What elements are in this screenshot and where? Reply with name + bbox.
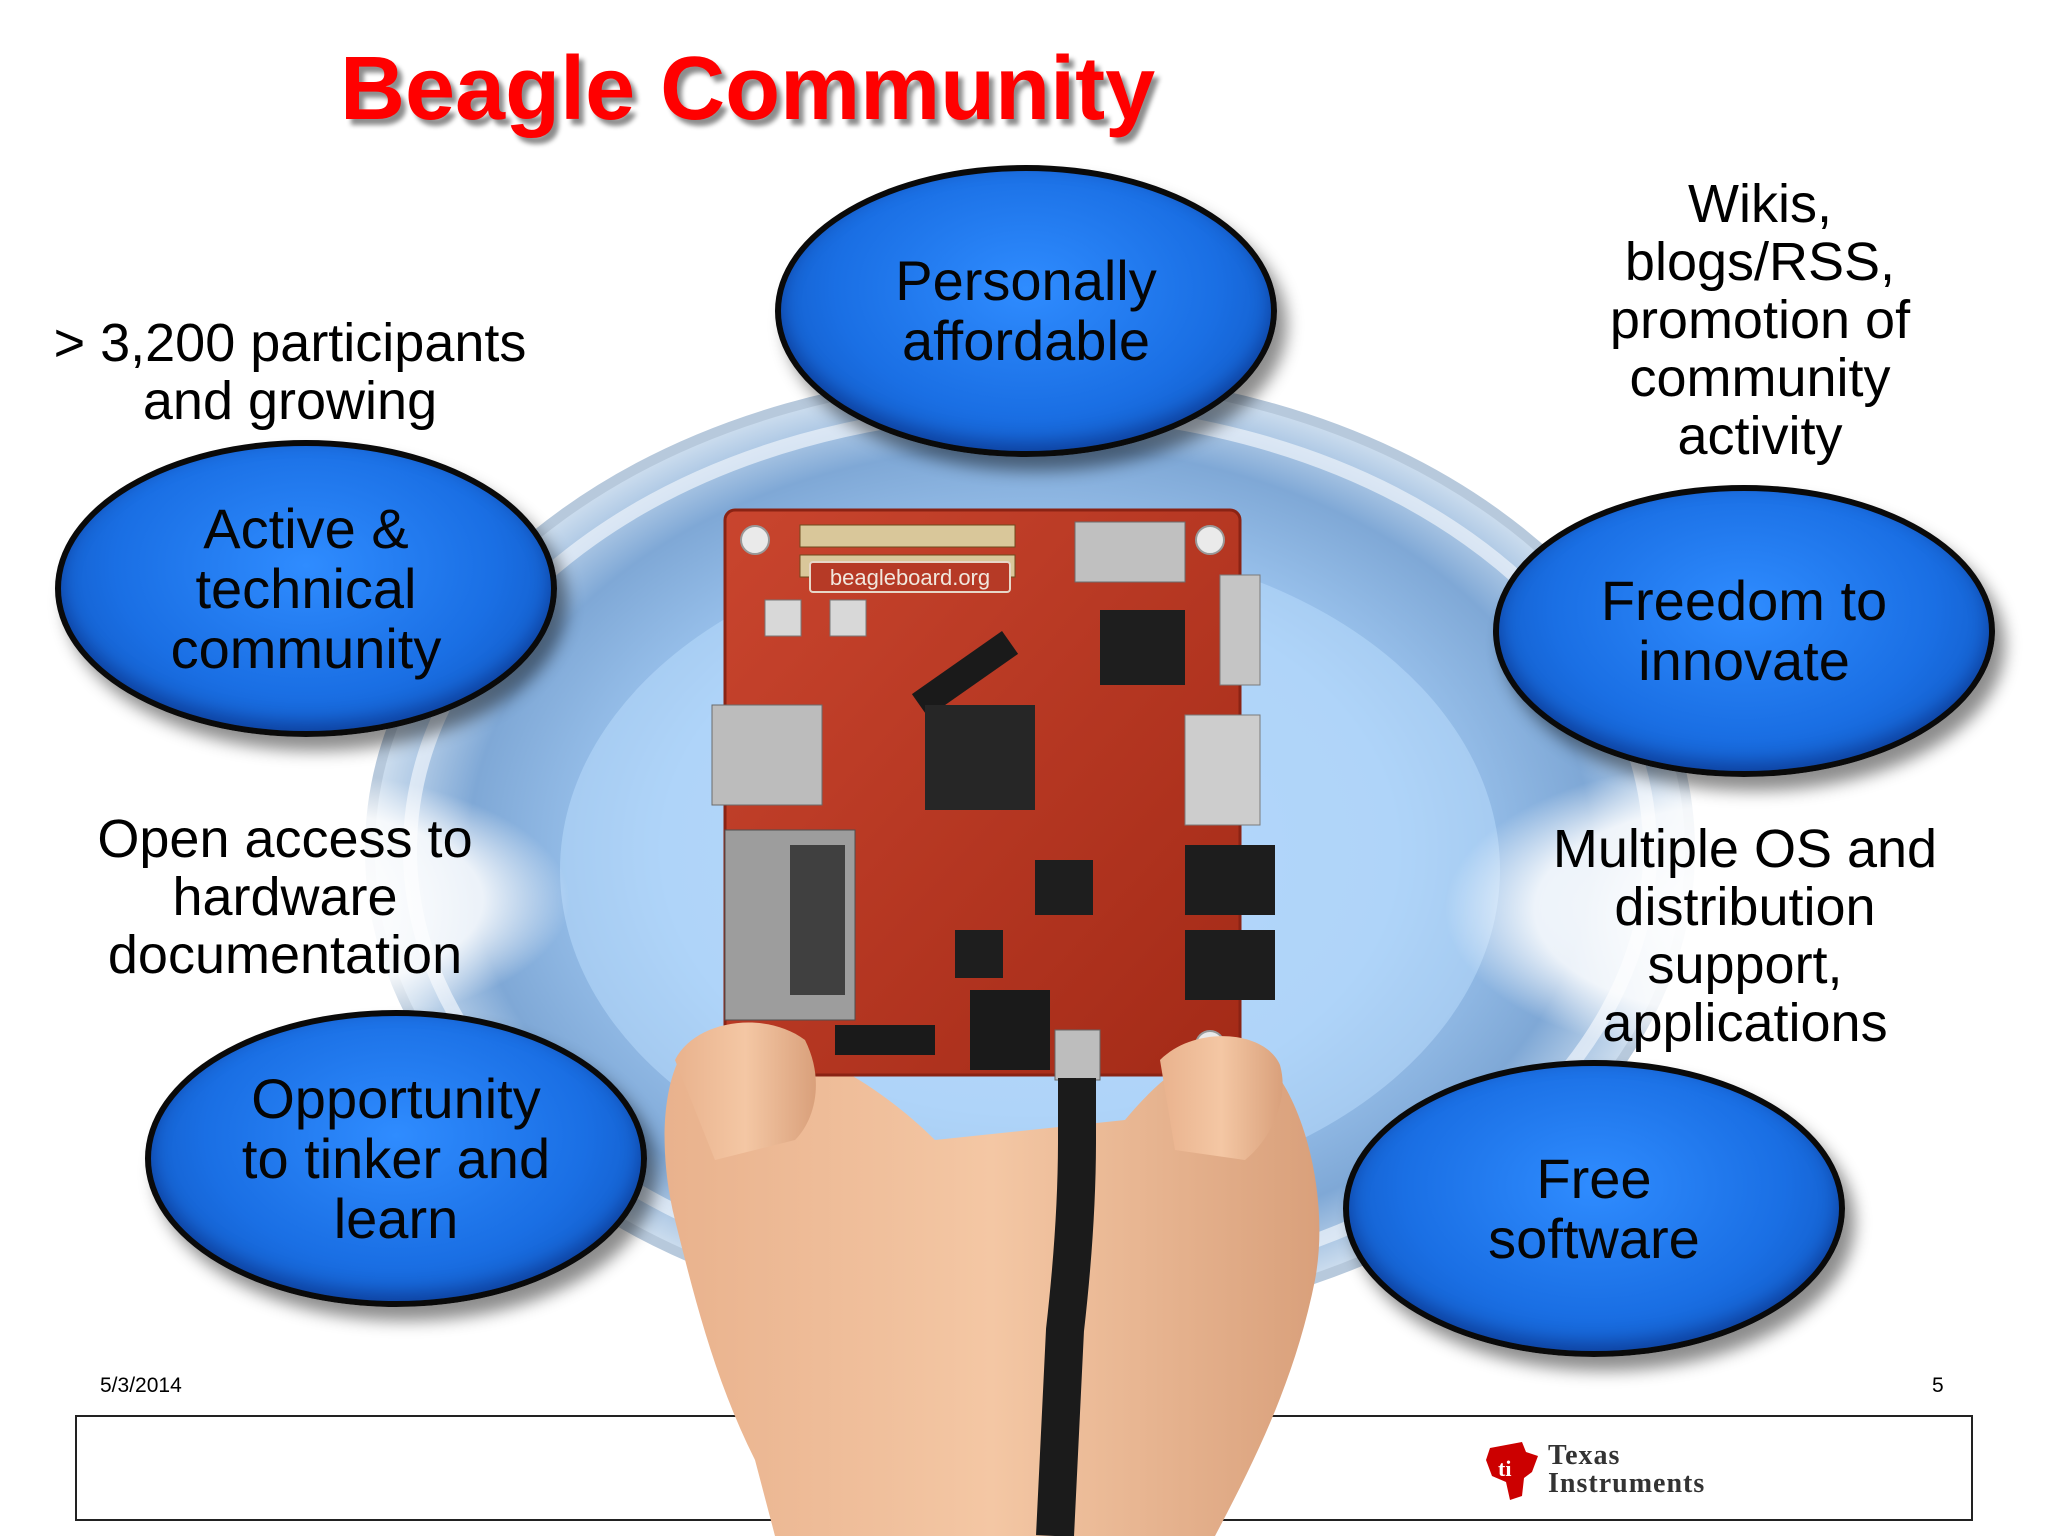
ellipse-label: Personally affordable	[895, 249, 1157, 372]
ellipse-label: Active & technical community	[170, 496, 442, 680]
multiple-os-caption: Multiple OS and distribution support, ap…	[1552, 819, 1938, 1053]
ellipse-personally-affordable: Personally affordable	[775, 165, 1277, 457]
ellipse-label: Opportunity to tinker and learn	[241, 1066, 551, 1250]
footer-date: 5/3/2014	[100, 1374, 182, 1397]
ellipse-label: Free software	[1488, 1146, 1700, 1270]
slide-title: Beagle Community	[340, 39, 1156, 139]
ellipse-label: Freedom to innovate	[1600, 569, 1888, 692]
hand	[664, 1036, 1320, 1536]
ellipse-opportunity-to-tinker: Opportunity to tinker and learn	[145, 1010, 647, 1307]
wikis-caption: Wikis, blogs/RSS, promotion of community…	[1609, 174, 1911, 466]
ellipse-active-technical-community: Active & technical community	[55, 440, 557, 737]
ti-wordmark: Texas Instruments	[1548, 1440, 1706, 1499]
footer-page-number: 5	[1932, 1374, 1944, 1397]
svg-text:ti: ti	[1498, 1456, 1511, 1481]
texas-instruments-logo: ti Texas Instruments	[1482, 1438, 1742, 1508]
ti-state-icon: ti	[1486, 1442, 1538, 1500]
board-label: beagleboard.org	[830, 565, 990, 590]
ellipse-free-software: Free software	[1343, 1060, 1845, 1357]
participants-caption: > 3,200 participants and growing	[53, 313, 527, 431]
open-access-caption: Open access to hardware documentation	[97, 809, 473, 985]
beagleboard-photo: beagleboard.org	[655, 500, 1335, 1536]
ellipse-freedom-to-innovate: Freedom to innovate	[1493, 485, 1995, 777]
